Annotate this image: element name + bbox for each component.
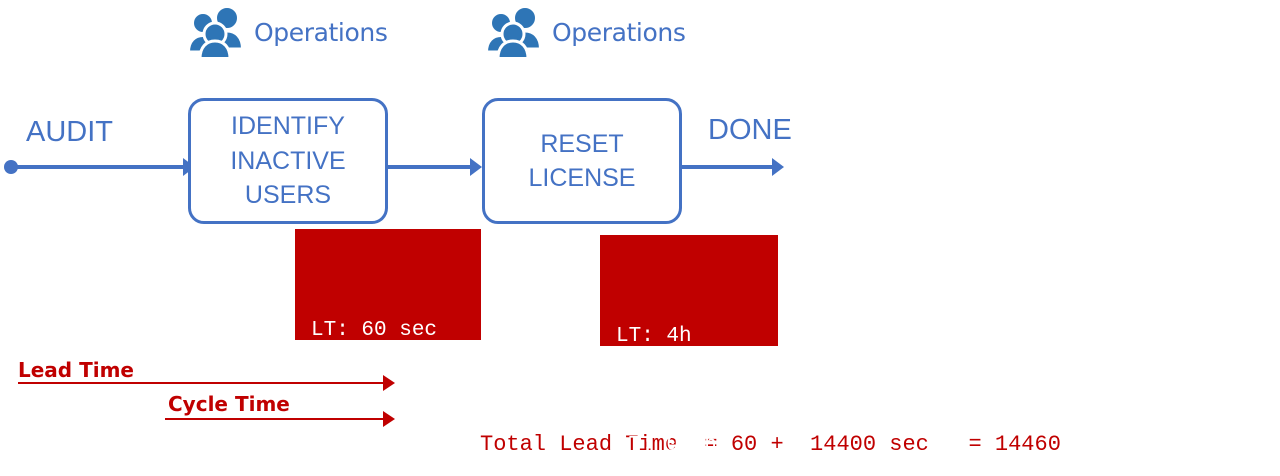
flow-end-label-done: DONE — [708, 114, 792, 146]
flow-arrow-end-segment — [682, 165, 774, 169]
process-title-line-3: USERS — [244, 181, 332, 210]
role-label: Operations — [254, 17, 388, 47]
flow-start-label-audit: AUDIT — [26, 116, 113, 148]
people-group-icon — [484, 4, 546, 60]
flow-arrowhead-done — [772, 158, 784, 176]
process-box-reset-license[interactable]: RESET LICENSE — [482, 98, 682, 224]
flow-arrowhead-into-reset — [470, 158, 482, 176]
metrics-box-identify-inactive-users: LT: 60 sec CT: 45 sec %E: 75% — [295, 229, 481, 451]
people-group-icon — [186, 4, 248, 60]
role-group-operations-1: Operations — [186, 4, 388, 60]
summary-total-lead-time: Total Lead Time = 60 + 14400 sec = 14460 — [480, 432, 1061, 458]
cycle-time-arrowhead — [383, 411, 395, 427]
lead-time-arrowhead — [383, 375, 395, 391]
process-title-line-1: RESET — [540, 129, 624, 158]
metric-row-cycle-time: CT: 0.5h — [616, 433, 717, 457]
flow-arrow-start-segment — [11, 165, 187, 169]
role-group-operations-2: Operations — [484, 4, 686, 60]
process-title-line-1: IDENTIFY — [231, 112, 345, 141]
role-label: Operations — [552, 17, 686, 47]
lead-time-label: Lead Time — [18, 358, 134, 382]
flow-start-dot — [4, 160, 18, 174]
process-title-line-2: LICENSE — [528, 164, 636, 192]
cycle-time-label: Cycle Time — [168, 392, 290, 416]
metric-row-lead-time: LT: 60 sec — [311, 319, 438, 343]
cycle-time-arrow-line — [165, 418, 388, 420]
lead-time-arrow-line — [18, 382, 388, 384]
flow-arrow-middle-segment — [388, 165, 472, 169]
process-box-identify-inactive-users[interactable]: IDENTIFY INACTIVE USERS — [188, 98, 388, 224]
metric-row-cycle-time: CT: 45 sec — [311, 427, 438, 451]
summary-calculations: Total Lead Time = 60 + 14400 sec = 14460… — [480, 364, 1087, 476]
metrics-box-reset-license: LT: 4h CT: 0.5h %E: 6.25% — [600, 235, 778, 457]
process-title-line-2: INACTIVE — [230, 146, 346, 175]
metric-row-lead-time: LT: 4h — [616, 325, 692, 349]
